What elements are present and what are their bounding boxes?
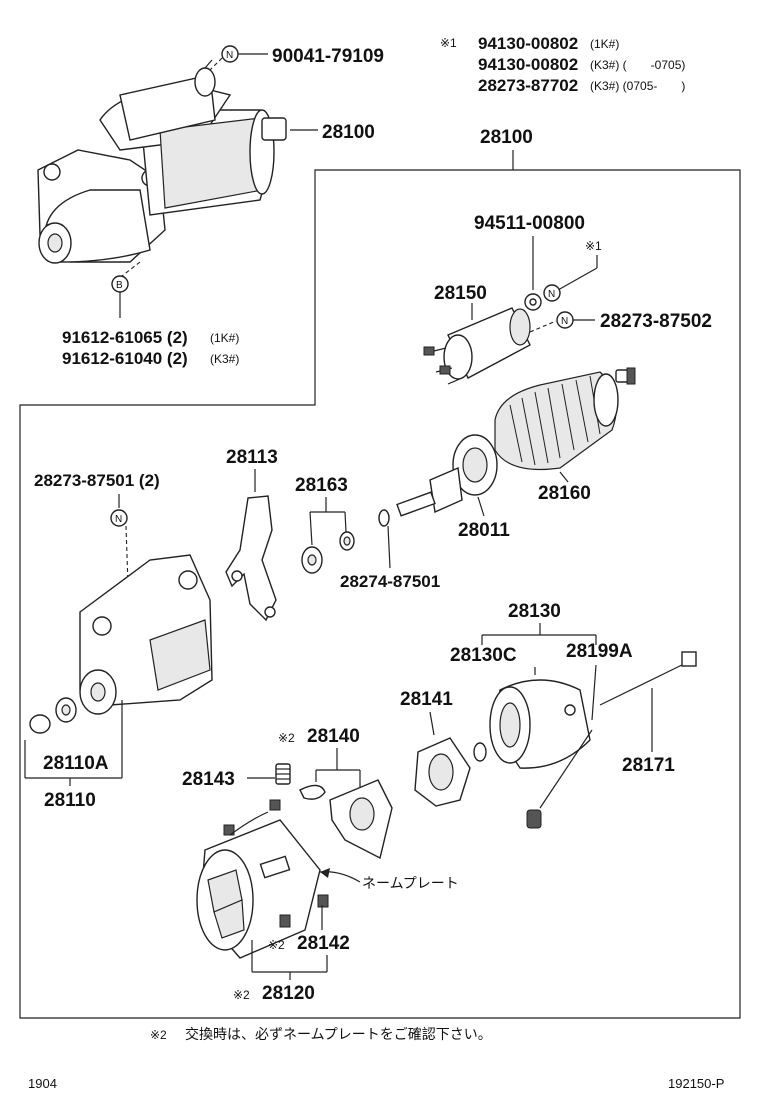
label-housing-set: 28130 (508, 601, 561, 622)
label-bolt-bottom-1-spec: (1K#) (210, 331, 239, 345)
label-solenoid: 28150 (434, 283, 487, 304)
label-bolt-bottom-1: 91612-61065 (2) (62, 328, 188, 347)
label-plate: 28141 (400, 689, 453, 710)
drive-housing-group: 28273-87501 (2) N 28110A 28110 (24, 471, 213, 811)
label-bolt-bottom-2: 91612-61040 (2) (62, 349, 188, 368)
spring-icon (275, 763, 291, 785)
through-bolt-icon (681, 651, 697, 667)
header-note-spec-3: (K3#) (0705- ) (590, 79, 685, 93)
label-drive-housing-bush: 28110A (43, 753, 109, 774)
label-clutch: 28011 (458, 520, 510, 541)
label-brush-holder-bracket: 28113 (226, 447, 278, 468)
brush-spring-icon (299, 784, 326, 800)
label-plug: 28199A (566, 641, 633, 662)
header-note: ※1 94130-00802 (1K#) 94130-00802 (K3#) (… (440, 34, 685, 95)
label-nut-solenoid: 28273-87502 (600, 311, 712, 332)
n-marker-label-2: N (548, 289, 555, 300)
label-nameplate: ネームプレート (362, 875, 459, 891)
note1-mark: ※1 (585, 239, 602, 253)
n-marker-label: N (226, 50, 233, 61)
footer-right-code: 192150-P (668, 1076, 724, 1091)
bracket-group: 28113 28163 (225, 447, 355, 622)
label-yoke: 28120 (262, 983, 315, 1004)
n-marker-label-4: N (115, 514, 122, 525)
field-brush-mark: ※2 (268, 938, 285, 952)
yoke-group: ネームプレート ※2 28142 ※2 28120 (196, 799, 459, 1004)
footnote-mark: ※2 (150, 1028, 167, 1042)
footnote-text: 交換時は、必ずネームプレートをご確認下さい。 (185, 1026, 492, 1042)
footer-left-code: 1904 (28, 1076, 57, 1091)
exploded-view-frame (19, 169, 741, 1019)
top-labels: N 90041-79109 28100 B 91612-61065 (2) (1… (62, 45, 384, 368)
solenoid-group: 94511-00800 ※1 N 28150 N 28273-87502 (423, 213, 712, 385)
header-note-part-3: 28273-87702 (478, 76, 578, 95)
brush-holder-group: ※2 28140 28143 (182, 726, 393, 860)
n-marker-icon-4 (110, 509, 128, 527)
label-bolt-top: 90041-79109 (272, 46, 384, 67)
yoke-mark: ※2 (233, 988, 250, 1002)
housing-washer-icon (473, 742, 487, 762)
snap-ring-icon (378, 509, 390, 527)
n-marker-icon-2 (543, 284, 561, 302)
label-housing: 28130C (450, 645, 517, 666)
label-starter-assy: 28100 (322, 122, 375, 143)
label-bolt-bottom-2-spec: (K3#) (210, 352, 239, 366)
label-starter-group: 28100 (480, 127, 533, 148)
housing-group: 28130 28130C 28199A 28141 28171 (400, 601, 697, 829)
label-drive-housing-set: 28110 (44, 790, 96, 811)
header-note-spec-2: (K3#) ( -0705) (590, 58, 685, 72)
header-note-part-2: 94130-00802 (478, 55, 578, 74)
label-bolt-housing: 28273-87501 (2) (34, 471, 160, 490)
label-snap-ring: 28274-87501 (340, 572, 440, 591)
label-field-brush: 28142 (297, 933, 350, 954)
n-marker-label-3: N (561, 316, 568, 327)
bush-cap-icon (29, 714, 51, 734)
armature-group: 28160 28011 28274-87501 (340, 367, 636, 591)
label-brush-holder: 28140 (307, 726, 360, 747)
header-note-part-1: 94130-00802 (478, 34, 578, 53)
label-bearing-pair: 28163 (295, 475, 348, 496)
plug-icon (526, 809, 542, 829)
label-washer: 94511-00800 (474, 213, 585, 234)
b-marker-label: B (116, 280, 123, 291)
brush-holder-mark: ※2 (278, 731, 295, 745)
starter-assembly-drawing (37, 59, 287, 264)
header-note-spec-1: (1K#) (590, 37, 619, 51)
label-armature: 28160 (538, 483, 591, 504)
label-through-bolt: 28171 (622, 755, 675, 776)
nameplate-icon (259, 855, 291, 879)
label-spring: 28143 (182, 769, 235, 790)
header-note-mark: ※1 (440, 36, 457, 50)
